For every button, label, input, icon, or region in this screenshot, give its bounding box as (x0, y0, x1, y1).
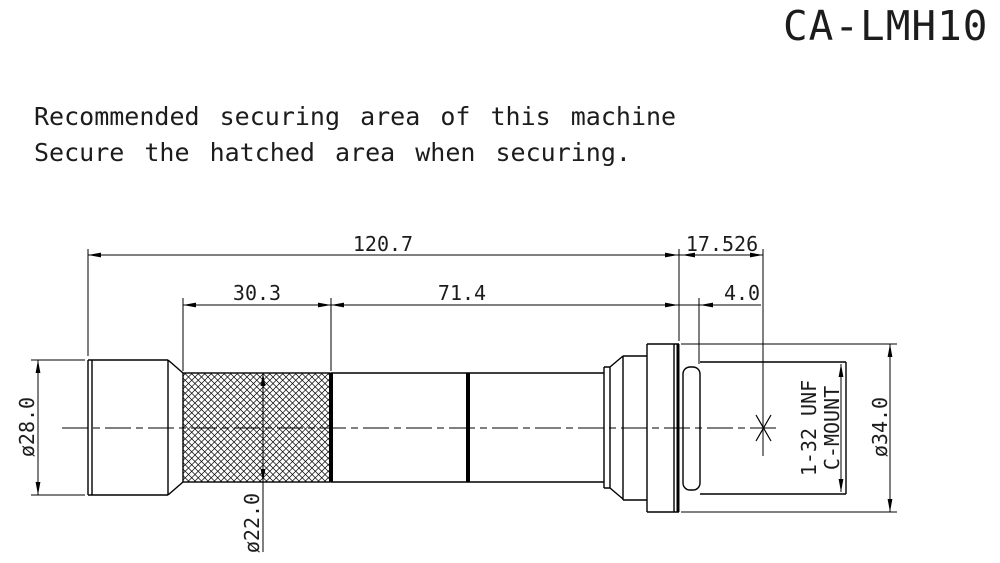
note-line-2: Secure the hatched area when securing. (34, 138, 631, 167)
dim-rear-diameter-label: ø28.0 (15, 397, 39, 457)
dim-barrel-length-label: 71.4 (438, 281, 486, 305)
dim-thread-relief-length-label: 4.0 (724, 281, 760, 305)
thread-barrel-outline (700, 361, 847, 495)
dim-overall-length-label: 120.7 (353, 232, 413, 256)
mount-type-label: C-MOUNT (820, 386, 844, 470)
mount-thread-spec-label: 1-32 UNF (797, 380, 821, 476)
note-line-1: Recommended securing area of this machin… (34, 102, 677, 131)
dimension-lines (37, 254, 891, 552)
dim-flange-diameter-label: ø34.0 (868, 397, 892, 457)
drawing-title: CA-LMH10 (783, 2, 989, 50)
dim-flange-focal-distance-label: 17.526 (686, 232, 758, 256)
dimension-arrowheads (35, 252, 893, 512)
dim-securing-area-diameter-label: ø22.0 (240, 493, 264, 553)
note-text: Recommended securing area of this machin… (34, 99, 676, 171)
extension-lines (31, 249, 897, 513)
dim-securing-area-length-label: 30.3 (233, 281, 281, 305)
